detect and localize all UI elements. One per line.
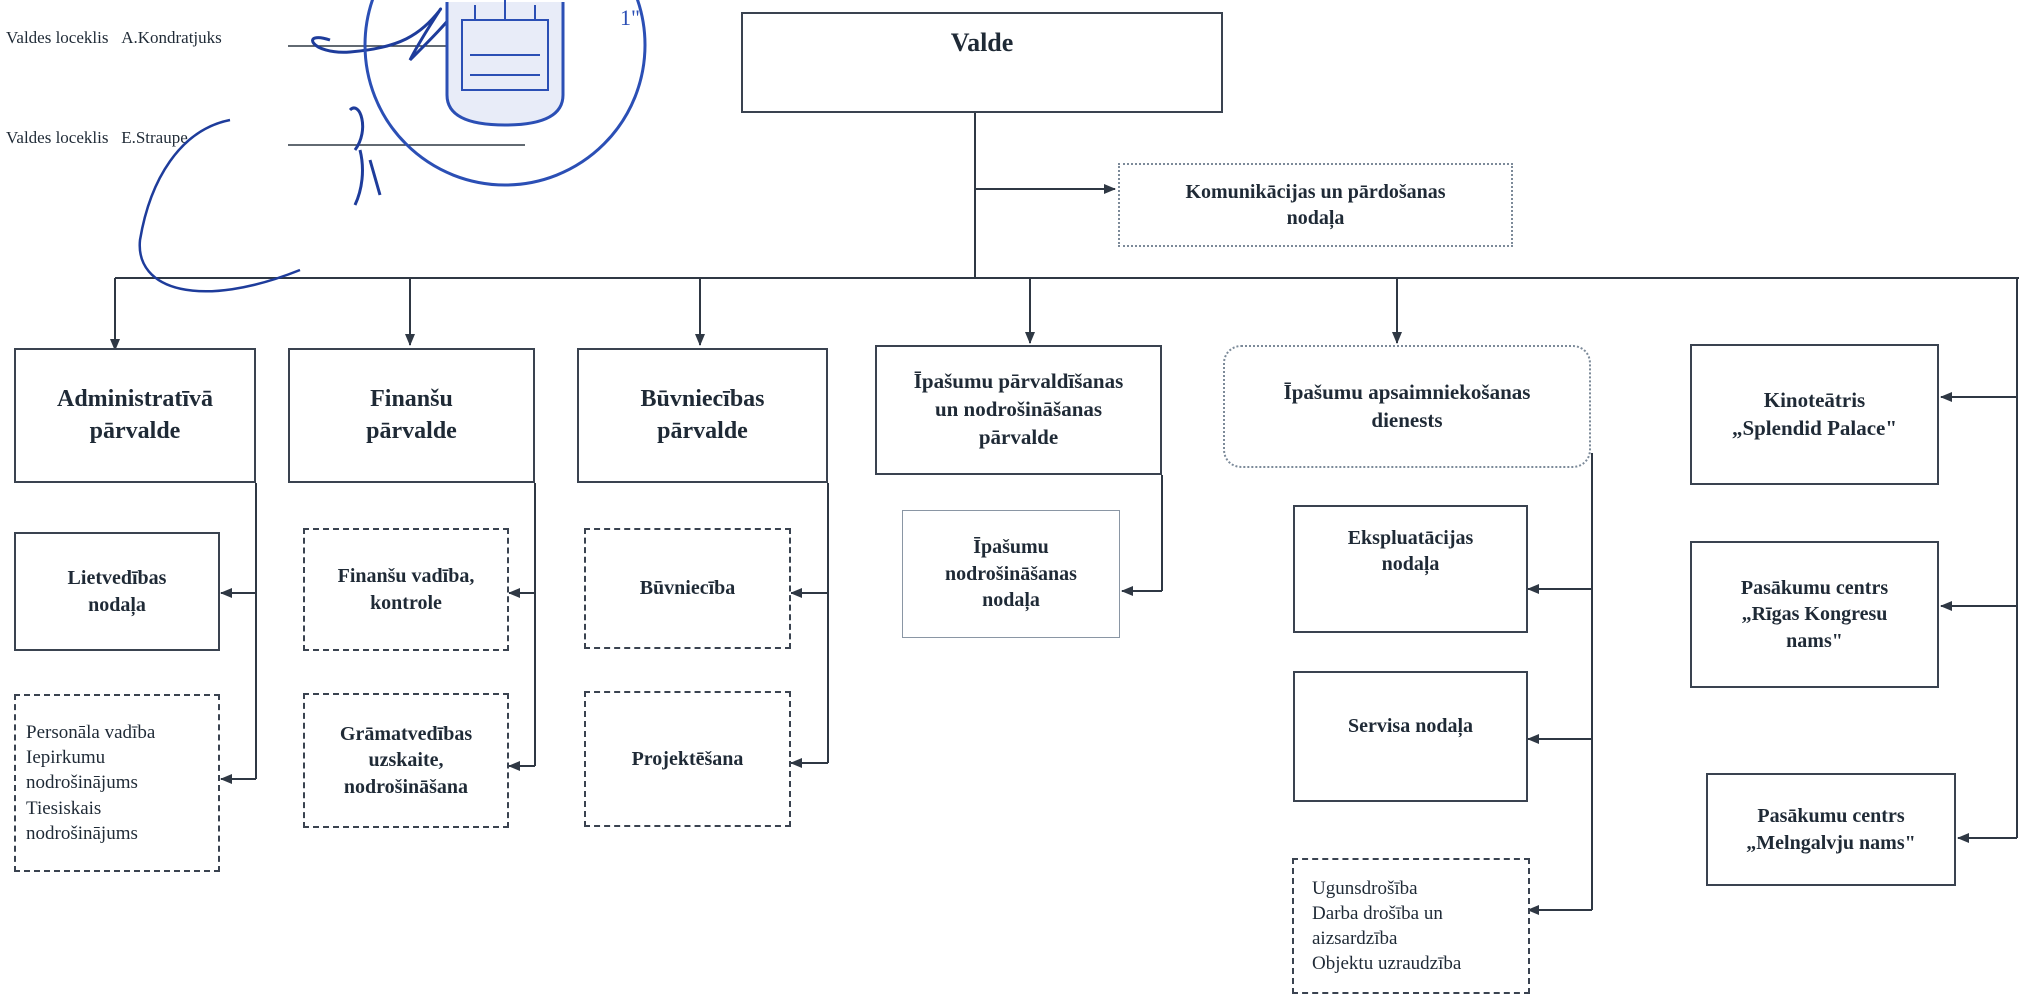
venue-label-3: Pasākumu centrs „Melngalvju nams" [1746,805,1916,854]
service-child-label-1: Ekspluatācijas nodaļa [1347,527,1474,576]
venue-box-2: Pasākumu centrs „Rīgas Kongresu nams" [1690,541,1939,688]
signature-area: 1" [138,0,647,293]
signature-role-2: Valdes loceklis [6,128,109,147]
board-box: Valde [741,12,1223,113]
admin-child-box-1: Lietvedības nodaļa [14,532,220,651]
admin-child-label-2: Personāla vadība Iepirkumu nodrošinājums… [26,722,156,844]
service-child-box-2: Servisa nodaļa [1293,671,1528,802]
property-mgmt-child-box: Īpašumu nodrošināšanas nodaļa [902,510,1120,638]
handwritten-signature-1 [311,4,462,62]
construction-child-box-1: Būvniecība [584,528,791,649]
communications-label: Komunikācijas un pārdošanas nodaļa [1185,180,1446,229]
property-service-box: Īpašumu apsaimniekošanas dienests [1223,345,1591,468]
stamp-shield-icon [445,2,565,127]
finance-box: Finanšu pārvalde [288,348,535,483]
stamp-outer-ring [363,0,647,187]
handwritten-signature-2 [348,106,382,206]
service-child-label-3: Ugunsdrošība Darba drošība un aizsardzīb… [1312,877,1462,975]
property-mgmt-title: Īpašumu pārvaldīšanas un nodrošināšanas … [913,369,1124,449]
property-mgmt-child-label: Īpašumu nodrošināšanas nodaļa [945,536,1077,612]
signature-label-1: Valdes loceklis A.Kondratjuks [6,28,222,48]
finance-child-label-1: Finanšu vadība, kontrole [337,565,475,614]
venue-box-3: Pasākumu centrs „Melngalvju nams" [1706,773,1956,886]
board-title: Valde [950,28,1014,57]
construction-title: Būvniecības pārvalde [640,385,765,444]
construction-child-label-1: Būvniecība [639,577,736,600]
signature-name-2: E.Straupe [121,128,188,147]
service-child-box-3: Ugunsdrošība Darba drošība un aizsardzīb… [1292,858,1530,994]
venue-label-1: Kinoteātris „Splendid Palace" [1731,387,1898,440]
property-mgmt-box: Īpašumu pārvaldīšanas un nodrošināšanas … [875,345,1162,475]
admin-child-box-2: Personāla vadība Iepirkumu nodrošinājums… [14,694,220,872]
signature-role-1: Valdes loceklis [6,28,109,47]
finance-child-label-2: Grāmatvedības uzskaite, nodrošināšana [339,722,473,798]
communications-box: Komunikācijas un pārdošanas nodaļa [1118,163,1513,247]
construction-child-label-2: Projektēšana [631,747,744,770]
service-child-label-2: Servisa nodaļa [1347,715,1474,737]
service-child-box-1: Ekspluatācijas nodaļa [1293,505,1528,633]
stamp-castle-details [470,0,540,76]
finance-child-box-2: Grāmatvedības uzskaite, nodrošināšana [303,693,509,828]
administrative-box: Administratīvā pārvalde [14,348,256,483]
signature-label-2: Valdes loceklis E.Straupe [6,128,188,148]
signature-name-1: A.Kondratjuks [121,28,222,47]
property-service-title: Īpašumu apsaimniekošanas dienests [1283,379,1531,432]
handwritten-signature-2-loop [138,118,301,293]
venue-box-1: Kinoteātris „Splendid Palace" [1690,344,1939,485]
construction-child-box-2: Projektēšana [584,691,791,827]
finance-title: Finanšu pārvalde [366,385,457,444]
construction-box: Būvniecības pārvalde [577,348,828,483]
venue-label-2: Pasākumu centrs „Rīgas Kongresu nams" [1740,576,1889,652]
admin-child-label-1: Lietvedības nodaļa [67,567,167,616]
finance-child-box-1: Finanšu vadība, kontrole [303,528,509,651]
stamp-text: 1" [620,5,640,30]
administrative-title: Administratīvā pārvalde [57,385,213,444]
